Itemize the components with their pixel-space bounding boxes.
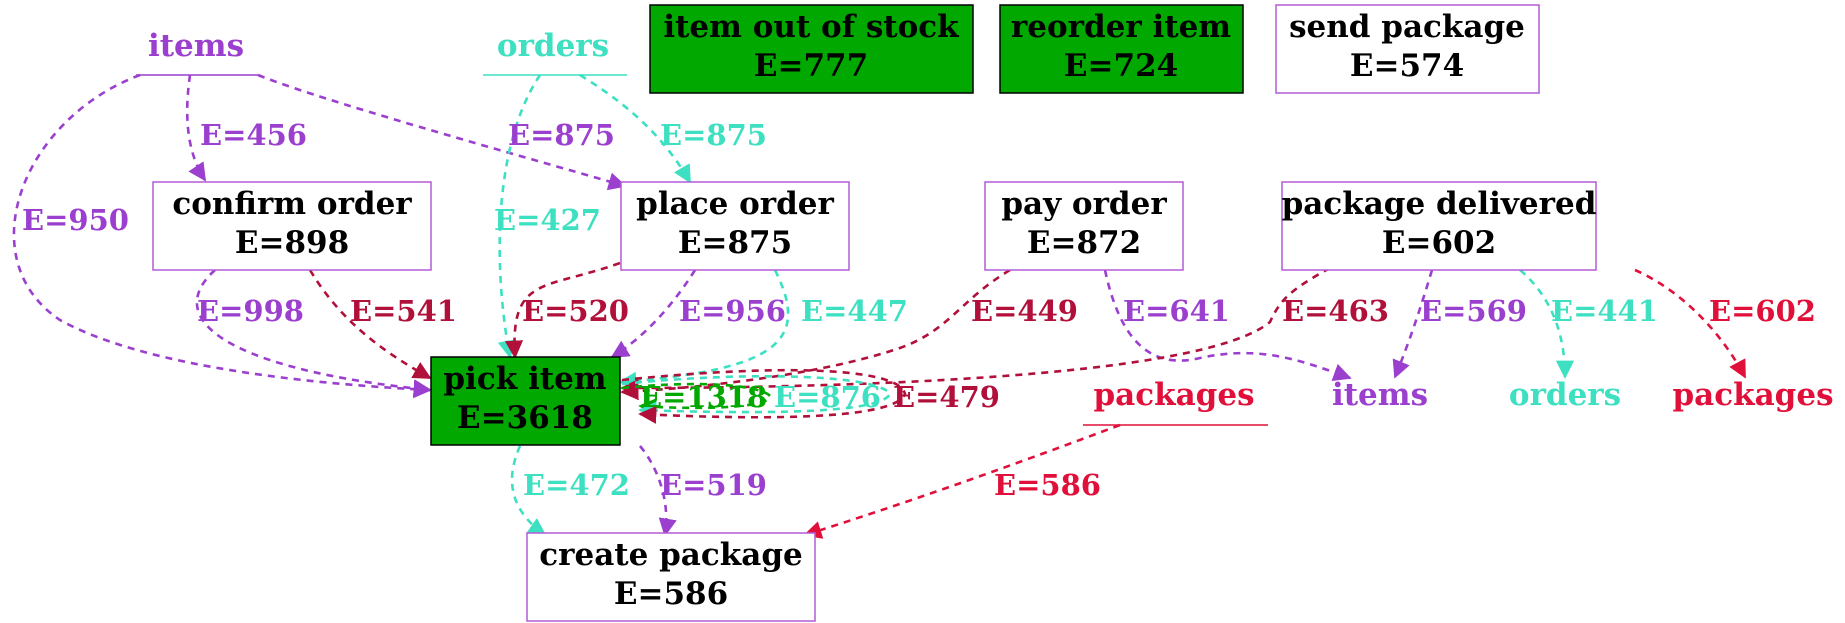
object-type-items-sink[interactable]: items xyxy=(1332,377,1428,413)
edge-label-pick-self-teal: E=876 xyxy=(774,380,881,414)
node-name: package delivered xyxy=(1282,186,1597,222)
edge-delivered-packages xyxy=(1634,268,1747,379)
node-frequency: E=872 xyxy=(1027,225,1141,261)
node-name: place order xyxy=(636,186,834,222)
edge-label-items-place: E=875 xyxy=(508,118,615,152)
activity-node-reorder-item[interactable]: reorder item E=724 xyxy=(999,4,1244,94)
edge-pay-items xyxy=(1103,269,1352,382)
node-frequency: E=586 xyxy=(614,576,728,612)
edge-orders-pick xyxy=(497,74,542,359)
activity-node-create-package[interactable]: create package E=586 xyxy=(526,532,816,622)
node-frequency: E=602 xyxy=(1382,225,1496,261)
edge-items-pick xyxy=(12,73,432,399)
edge-label-pick-self-crimson: E=479 xyxy=(893,380,1000,414)
node-name: reorder item xyxy=(1011,9,1231,45)
node-frequency: E=777 xyxy=(754,48,868,84)
edge-delivered-pick xyxy=(620,266,1331,398)
edge-pick-self-teal xyxy=(621,374,892,420)
edge-labels: E=456 E=875 E=950 E=875 E=427 E=998 E=54… xyxy=(22,118,1816,502)
node-frequency: E=875 xyxy=(678,225,792,261)
edge-label-pick-create-purple: E=519 xyxy=(660,468,767,502)
activity-node-send-package[interactable]: send package E=574 xyxy=(1275,4,1540,94)
node-name: item out of stock xyxy=(663,9,960,45)
edge-label-confirm-pick-orders: E=541 xyxy=(350,294,457,328)
edge-label-place-pick-purple: E=956 xyxy=(679,294,786,328)
activity-node-pay-order[interactable]: pay order E=872 xyxy=(984,181,1184,271)
edge-delivered-items xyxy=(1392,269,1434,379)
edge-label-orders-place: E=875 xyxy=(660,118,767,152)
edge-label-place-pick-crimson: E=520 xyxy=(522,294,629,328)
edge-items-place xyxy=(257,73,627,191)
activity-node-pick-item[interactable]: pick item E=3618 xyxy=(430,356,621,446)
node-name: create package xyxy=(539,537,802,573)
edge-label-items-confirm: E=456 xyxy=(200,118,307,152)
edge-label-pay-items: E=641 xyxy=(1123,294,1230,328)
node-name: send package xyxy=(1289,9,1525,45)
edge-place-pick-crimson xyxy=(504,261,621,359)
edge-label-delivered-pick: E=463 xyxy=(1282,294,1389,328)
object-type-label: orders xyxy=(497,28,609,64)
object-type-packages-sink[interactable]: packages xyxy=(1672,377,1833,413)
edge-items-confirm xyxy=(185,74,207,182)
node-frequency: E=3618 xyxy=(457,400,593,436)
edge-label-packages-create: E=586 xyxy=(994,468,1101,502)
node-frequency: E=724 xyxy=(1064,48,1178,84)
edge-label-delivered-items: E=569 xyxy=(1420,294,1527,328)
edge-label-place-pick-teal: E=447 xyxy=(801,294,908,328)
edge-label-pick-create-teal: E=472 xyxy=(523,468,630,502)
object-type-label: packages xyxy=(1093,377,1254,413)
edge-label-pick-self-green: E=1318 xyxy=(640,380,767,414)
activity-node-package-delivered[interactable]: package delivered E=602 xyxy=(1281,181,1597,271)
activity-node-item-out-of-stock[interactable]: item out of stock E=777 xyxy=(649,4,974,94)
edge-pick-self-green xyxy=(621,382,772,417)
object-type-orders-source[interactable]: orders xyxy=(483,28,627,76)
node-name: confirm order xyxy=(172,186,412,222)
object-type-packages-source[interactable]: packages xyxy=(1083,377,1268,426)
activity-node-confirm-order[interactable]: confirm order E=898 xyxy=(152,181,432,271)
node-name: pay order xyxy=(1001,186,1167,222)
node-name: pick item xyxy=(443,361,606,397)
edge-pay-pick xyxy=(620,268,1011,401)
object-type-items-source[interactable]: items xyxy=(136,28,258,76)
edge-label-delivered-orders: E=441 xyxy=(1551,294,1658,328)
node-frequency: E=574 xyxy=(1350,48,1464,84)
edge-label-pay-pick: E=449 xyxy=(971,294,1078,328)
edge-label-delivered-packages: E=602 xyxy=(1709,294,1816,328)
edge-place-pick-purple xyxy=(610,269,697,359)
object-type-orders-sink[interactable]: orders xyxy=(1509,377,1621,413)
node-frequency: E=898 xyxy=(235,225,349,261)
edge-orders-place xyxy=(579,73,692,184)
activity-node-place-order[interactable]: place order E=875 xyxy=(620,181,850,271)
edge-label-confirm-pick-items: E=998 xyxy=(197,294,304,328)
edge-pick-self-crimson xyxy=(621,368,907,424)
edges xyxy=(12,73,1747,539)
object-type-label: items xyxy=(148,28,244,64)
edge-delivered-orders xyxy=(1519,269,1575,379)
edge-label-items-pick: E=950 xyxy=(22,203,129,237)
edge-confirm-pick-items xyxy=(195,269,432,398)
edge-confirm-pick-orders xyxy=(308,269,432,380)
edge-label-orders-pick: E=427 xyxy=(494,203,601,237)
